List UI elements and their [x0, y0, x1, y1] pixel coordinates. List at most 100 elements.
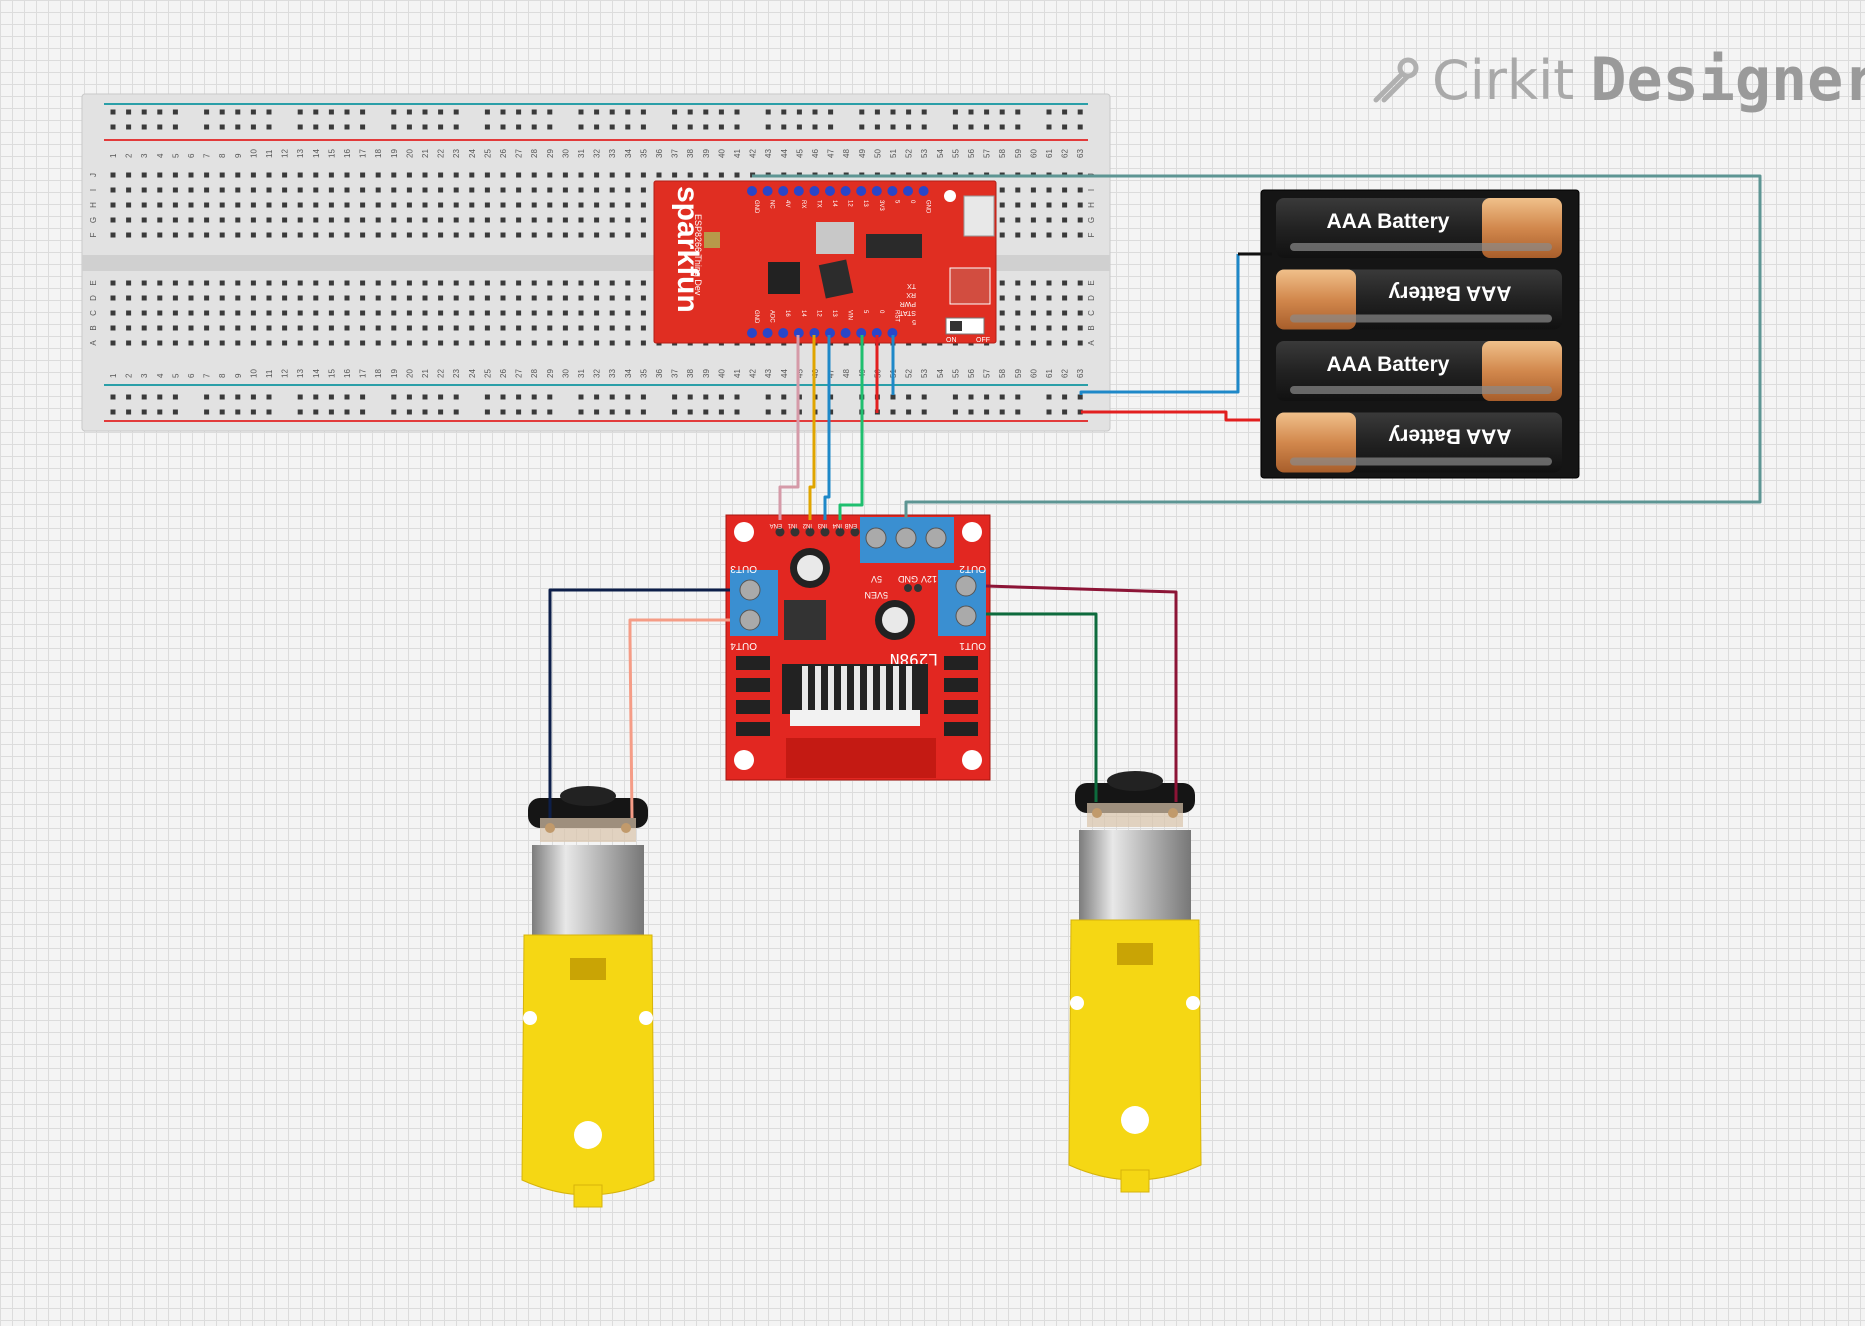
breadboard-hole[interactable] — [360, 340, 366, 346]
breadboard-hole[interactable] — [110, 295, 116, 301]
breadboard-hole[interactable] — [188, 202, 194, 208]
breadboard-hole[interactable] — [640, 409, 646, 415]
breadboard-hole[interactable] — [250, 409, 256, 415]
breadboard-hole[interactable] — [360, 310, 366, 316]
breadboard-hole[interactable] — [328, 340, 334, 346]
breadboard-hole[interactable] — [375, 280, 381, 286]
breadboard-hole[interactable] — [360, 409, 366, 415]
breadboard-hole[interactable] — [625, 232, 631, 238]
breadboard-hole[interactable] — [921, 409, 927, 415]
terminal-screw-out1[interactable] — [955, 605, 977, 627]
breadboard-hole[interactable] — [968, 409, 974, 415]
breadboard-hole[interactable] — [1030, 325, 1036, 331]
breadboard-hole[interactable] — [640, 187, 646, 193]
breadboard-hole[interactable] — [313, 217, 319, 223]
breadboard-hole[interactable] — [406, 124, 412, 130]
breadboard-hole[interactable] — [438, 124, 444, 130]
breadboard-hole[interactable] — [438, 172, 444, 178]
breadboard-hole[interactable] — [391, 310, 397, 316]
breadboard-hole[interactable] — [609, 394, 615, 400]
breadboard-hole[interactable] — [484, 310, 490, 316]
breadboard-hole[interactable] — [141, 232, 147, 238]
breadboard-hole[interactable] — [516, 202, 522, 208]
breadboard-hole[interactable] — [703, 124, 709, 130]
breadboard-hole[interactable] — [625, 187, 631, 193]
esp-pin[interactable] — [856, 328, 867, 338]
breadboard-hole[interactable] — [1077, 394, 1083, 400]
breadboard-hole[interactable] — [422, 409, 428, 415]
breadboard-hole[interactable] — [282, 187, 288, 193]
breadboard-hole[interactable] — [453, 202, 459, 208]
breadboard-hole[interactable] — [250, 280, 256, 286]
breadboard-hole[interactable] — [952, 394, 958, 400]
breadboard-hole[interactable] — [594, 325, 600, 331]
dc-motor-left[interactable] — [521, 786, 655, 1208]
breadboard-hole[interactable] — [344, 124, 350, 130]
breadboard-hole[interactable] — [438, 187, 444, 193]
breadboard-hole[interactable] — [344, 409, 350, 415]
breadboard-hole[interactable] — [640, 295, 646, 301]
breadboard-hole[interactable] — [640, 340, 646, 346]
breadboard-hole[interactable] — [110, 217, 116, 223]
breadboard-hole[interactable] — [703, 409, 709, 415]
breadboard-hole[interactable] — [968, 124, 974, 130]
aaa-battery-cell[interactable]: AAA Battery — [1276, 198, 1562, 258]
breadboard-hole[interactable] — [313, 280, 319, 286]
breadboard-hole[interactable] — [1015, 325, 1021, 331]
breadboard-hole[interactable] — [1015, 340, 1021, 346]
breadboard-hole[interactable] — [1030, 187, 1036, 193]
breadboard-hole[interactable] — [422, 202, 428, 208]
breadboard-hole[interactable] — [406, 109, 412, 115]
breadboard-hole[interactable] — [266, 310, 272, 316]
breadboard-hole[interactable] — [765, 124, 771, 130]
breadboard-hole[interactable] — [999, 124, 1005, 130]
breadboard-hole[interactable] — [687, 109, 693, 115]
breadboard-hole[interactable] — [1062, 217, 1068, 223]
breadboard-hole[interactable] — [172, 394, 178, 400]
breadboard-hole[interactable] — [999, 340, 1005, 346]
breadboard-hole[interactable] — [999, 310, 1005, 316]
breadboard-hole[interactable] — [344, 394, 350, 400]
breadboard-hole[interactable] — [406, 409, 412, 415]
breadboard-hole[interactable] — [625, 340, 631, 346]
breadboard-hole[interactable] — [578, 232, 584, 238]
breadboard-hole[interactable] — [126, 187, 132, 193]
breadboard-hole[interactable] — [999, 394, 1005, 400]
breadboard-hole[interactable] — [531, 340, 537, 346]
breadboard-hole[interactable] — [765, 394, 771, 400]
breadboard-hole[interactable] — [906, 394, 912, 400]
breadboard-hole[interactable] — [484, 217, 490, 223]
breadboard-hole[interactable] — [438, 394, 444, 400]
breadboard-hole[interactable] — [422, 280, 428, 286]
breadboard-hole[interactable] — [640, 325, 646, 331]
breadboard-hole[interactable] — [547, 109, 553, 115]
header-pin[interactable] — [850, 527, 860, 537]
breadboard-hole[interactable] — [406, 202, 412, 208]
breadboard-hole[interactable] — [172, 310, 178, 316]
breadboard-hole[interactable] — [781, 124, 787, 130]
breadboard-hole[interactable] — [469, 217, 475, 223]
breadboard-hole[interactable] — [282, 217, 288, 223]
breadboard-hole[interactable] — [500, 340, 506, 346]
breadboard-hole[interactable] — [562, 295, 568, 301]
breadboard-hole[interactable] — [453, 409, 459, 415]
breadboard-hole[interactable] — [313, 295, 319, 301]
breadboard-hole[interactable] — [1015, 187, 1021, 193]
breadboard-hole[interactable] — [172, 202, 178, 208]
breadboard-hole[interactable] — [828, 109, 834, 115]
breadboard-hole[interactable] — [1062, 280, 1068, 286]
breadboard-hole[interactable] — [594, 202, 600, 208]
breadboard-hole[interactable] — [297, 295, 303, 301]
breadboard-hole[interactable] — [500, 409, 506, 415]
breadboard-hole[interactable] — [1077, 124, 1083, 130]
breadboard-hole[interactable] — [625, 217, 631, 223]
breadboard-hole[interactable] — [609, 340, 615, 346]
breadboard-hole[interactable] — [500, 295, 506, 301]
breadboard-hole[interactable] — [984, 394, 990, 400]
breadboard-hole[interactable] — [141, 310, 147, 316]
breadboard-hole[interactable] — [640, 280, 646, 286]
breadboard-hole[interactable] — [266, 340, 272, 346]
breadboard-hole[interactable] — [562, 325, 568, 331]
breadboard-hole[interactable] — [609, 295, 615, 301]
